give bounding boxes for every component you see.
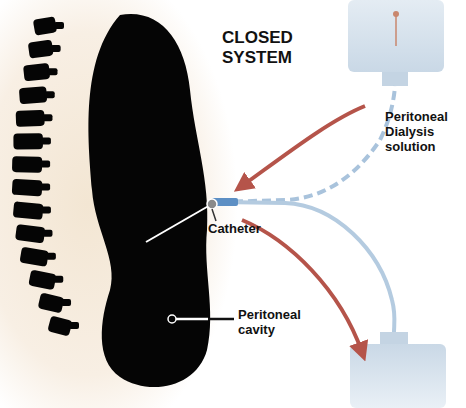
vertebra: [33, 16, 57, 36]
leader-line: [212, 209, 216, 221]
part-label: Peritoneal Dialysis solution: [385, 110, 463, 155]
vertebra: [12, 156, 42, 173]
drain-bag: [350, 344, 446, 408]
solution-bag: [348, 0, 444, 72]
inflow-tube: [220, 86, 395, 202]
vertebra-process: [42, 114, 52, 121]
vertebra-process: [45, 91, 55, 98]
body-ground: [0, 0, 250, 408]
peritoneum-body: [89, 14, 211, 387]
vertebra-process: [53, 276, 63, 283]
vertebra: [19, 86, 47, 104]
vertebra: [38, 292, 65, 313]
vertebra: [12, 179, 43, 197]
vertebra: [13, 201, 44, 220]
vertebra: [16, 110, 45, 127]
vertebra-process: [47, 68, 57, 75]
vertebra-process: [41, 207, 51, 214]
diagram-title: CLOSED SYSTEM: [222, 28, 342, 67]
vertebra-process: [51, 45, 61, 52]
vertebra: [19, 247, 49, 267]
vertebra: [23, 63, 50, 82]
spine: [12, 16, 79, 336]
vertebra-process: [41, 137, 51, 144]
part-label: Catheter: [208, 222, 288, 237]
catheter-line: [146, 204, 212, 242]
vertebra: [13, 133, 43, 149]
bag-port: [380, 332, 408, 346]
vertebra-process: [40, 184, 50, 191]
catheter-cuff: [207, 199, 217, 209]
bag-port: [382, 72, 408, 86]
bag-spike-head: [393, 11, 399, 17]
vertebra: [15, 224, 45, 244]
vertebra-process: [46, 253, 56, 260]
vertebra-process: [40, 160, 50, 167]
part-label: Peritoneal cavity: [238, 308, 316, 338]
leader-line: [208, 318, 234, 321]
vertebra: [28, 270, 56, 291]
vertebra-process: [54, 22, 64, 29]
vertebra-process: [61, 299, 71, 306]
cavity-marker: [168, 315, 176, 323]
vertebra: [47, 315, 72, 336]
vertebra: [28, 39, 54, 58]
vertebra-process: [69, 322, 79, 329]
leader-line: [176, 318, 208, 321]
bag-spike: [395, 14, 397, 46]
inflow-arrow: [242, 106, 365, 186]
vertebra-process: [42, 230, 52, 237]
